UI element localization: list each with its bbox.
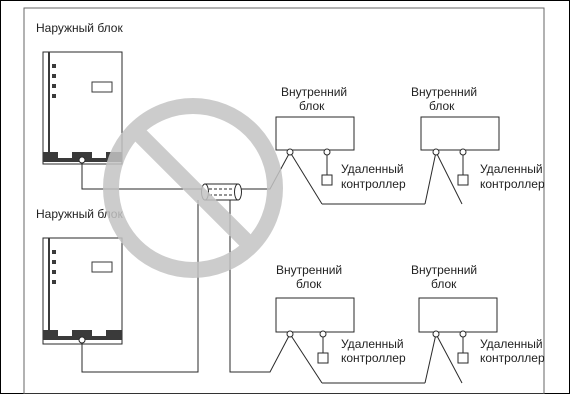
indoor-unit-label-line2: блок (296, 277, 322, 291)
outdoor-unit-top-label: Наружный блок (36, 21, 123, 35)
indoor-unit-label-line2: блок (431, 277, 457, 291)
outdoor-unit-bottom (42, 237, 123, 345)
indoor-unit-top-2: Внутренний блок Удаленный контроллер (411, 85, 545, 191)
indoor-unit-label-line2: блок (299, 99, 325, 113)
indoor-unit-label-line1: Внутренний (276, 263, 342, 277)
remote-label-line1: Удаленный (341, 337, 404, 351)
indoor-unit-bottom-2: Внутренний блок Удаленный контроллер (411, 263, 545, 365)
diagram-inner-frame (23, 7, 545, 394)
indoor-unit-label-line1: Внутренний (411, 263, 477, 277)
indoor-unit-top-1: Внутренний блок Удаленный контроллер (275, 85, 406, 191)
remote-label-line2: контроллер (480, 351, 545, 365)
outdoor-unit-bottom-label: Наружный блок (36, 207, 123, 221)
indoor-unit-label-line1: Внутренний (281, 85, 347, 99)
indoor-unit-label-line1: Внутренний (411, 85, 477, 99)
bottom-wiring (81, 200, 463, 384)
indoor-unit-label-line2: блок (429, 99, 455, 113)
remote-label-line1: Удаленный (480, 337, 543, 351)
outdoor-unit-top (42, 51, 123, 165)
remote-label-line2: контроллер (480, 177, 545, 191)
remote-label-line2: контроллер (341, 177, 406, 191)
prohibited-icon (103, 98, 283, 278)
indoor-unit-bottom-1: Внутренний блок Удаленный контроллер (275, 263, 406, 365)
remote-label-line1: Удаленный (480, 162, 543, 176)
remote-label-line1: Удаленный (341, 162, 404, 176)
remote-label-line2: контроллер (341, 351, 406, 365)
